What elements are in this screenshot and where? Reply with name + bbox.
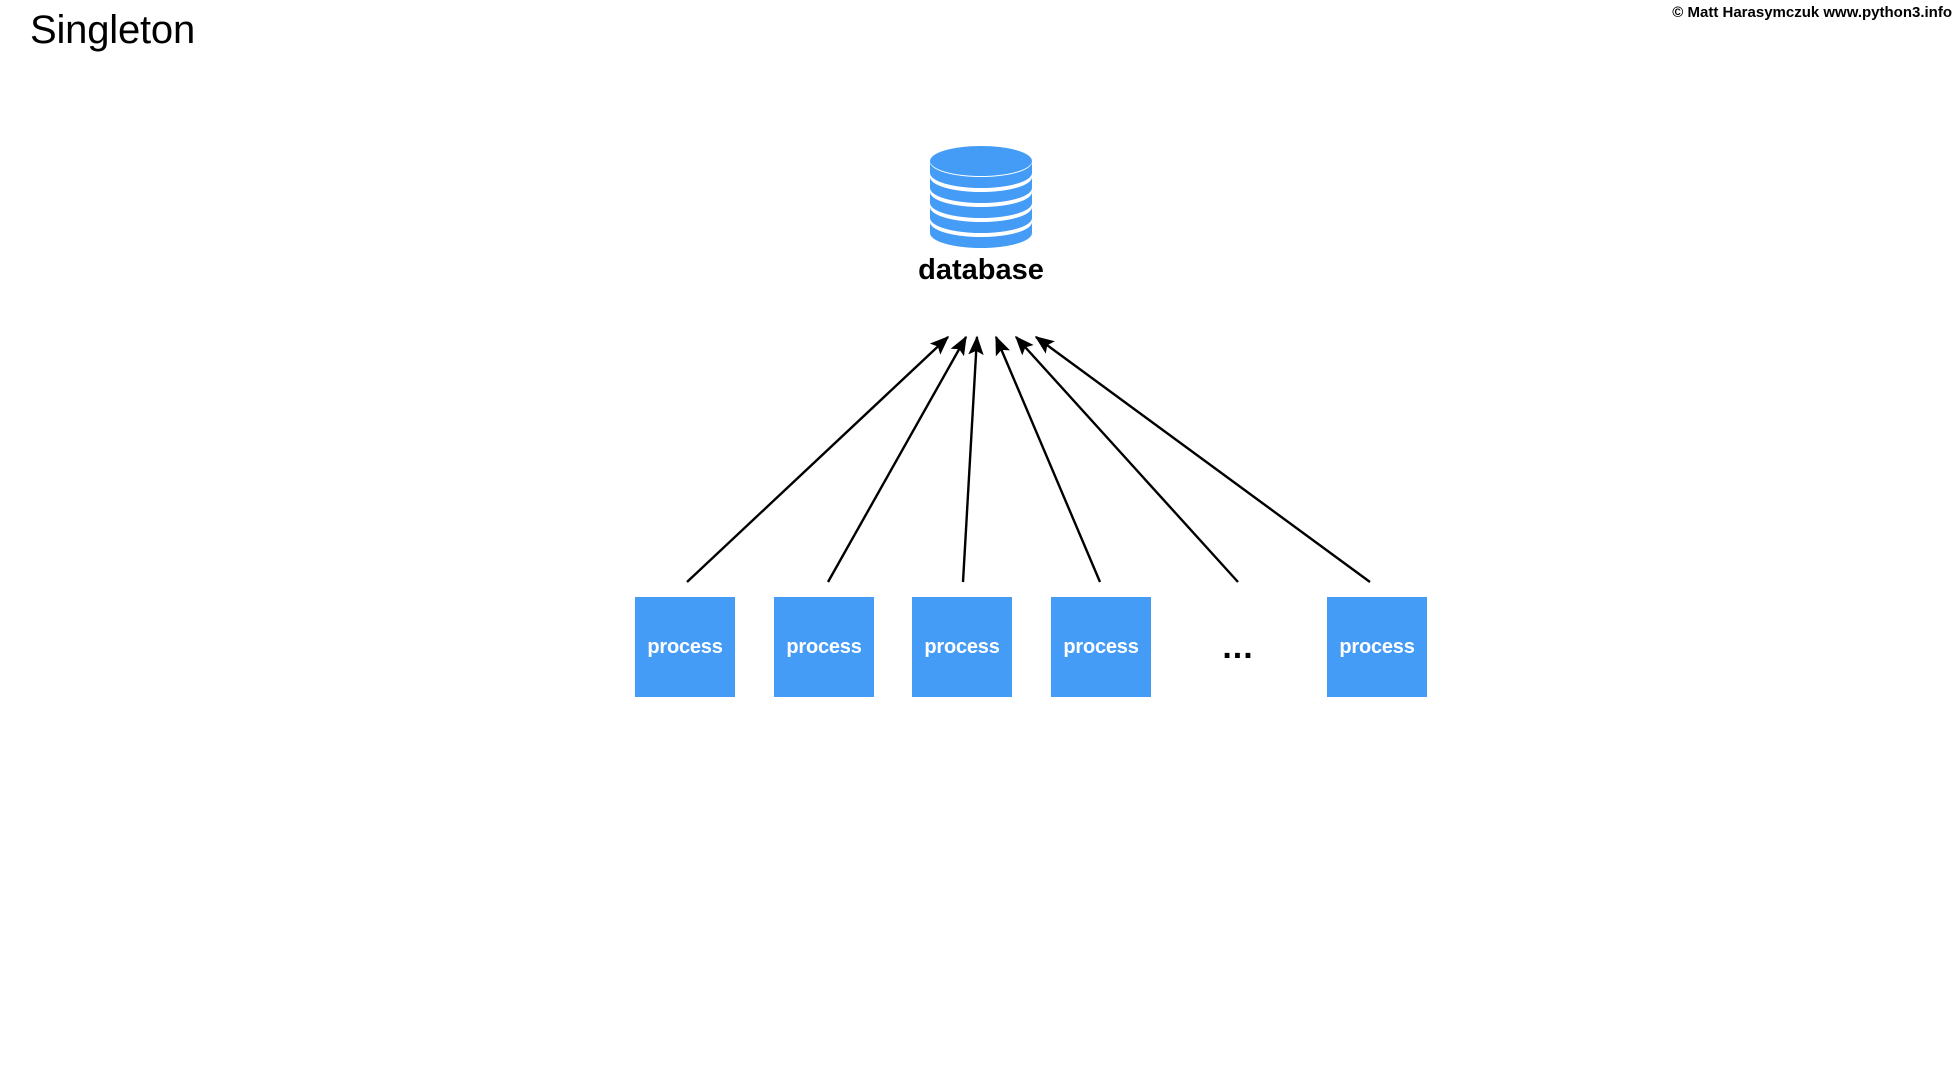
- arrow-process-4-to-database: [994, 335, 1102, 583]
- database-label: database: [918, 254, 1044, 286]
- process-node-1[interactable]: process: [635, 597, 735, 697]
- copyright-notice: © Matt Harasymczuk www.python3.info: [1672, 4, 1952, 21]
- process-node-5[interactable]: process: [1327, 597, 1427, 697]
- database-cylinder-icon: [930, 146, 1032, 248]
- arrow-process-6-to-database: [1034, 336, 1371, 583]
- arrow-process-3-to-database: [961, 335, 984, 583]
- process-label: process: [647, 636, 723, 658]
- page-title: Singleton: [30, 8, 195, 52]
- process-node-3[interactable]: process: [912, 597, 1012, 697]
- arrow-process-5-to-database: [1015, 335, 1239, 583]
- process-node-4[interactable]: process: [1051, 597, 1151, 697]
- process-ellipsis: ...: [1222, 628, 1254, 666]
- arrow-process-1-to-database: [686, 336, 950, 583]
- process-node-2[interactable]: process: [774, 597, 874, 697]
- process-label: process: [1063, 636, 1139, 658]
- database-node[interactable]: database: [911, 145, 1051, 305]
- arrow-process-2-to-database: [826, 335, 968, 583]
- process-label: process: [1339, 636, 1415, 658]
- process-label: process: [786, 636, 862, 658]
- process-label: process: [924, 636, 1000, 658]
